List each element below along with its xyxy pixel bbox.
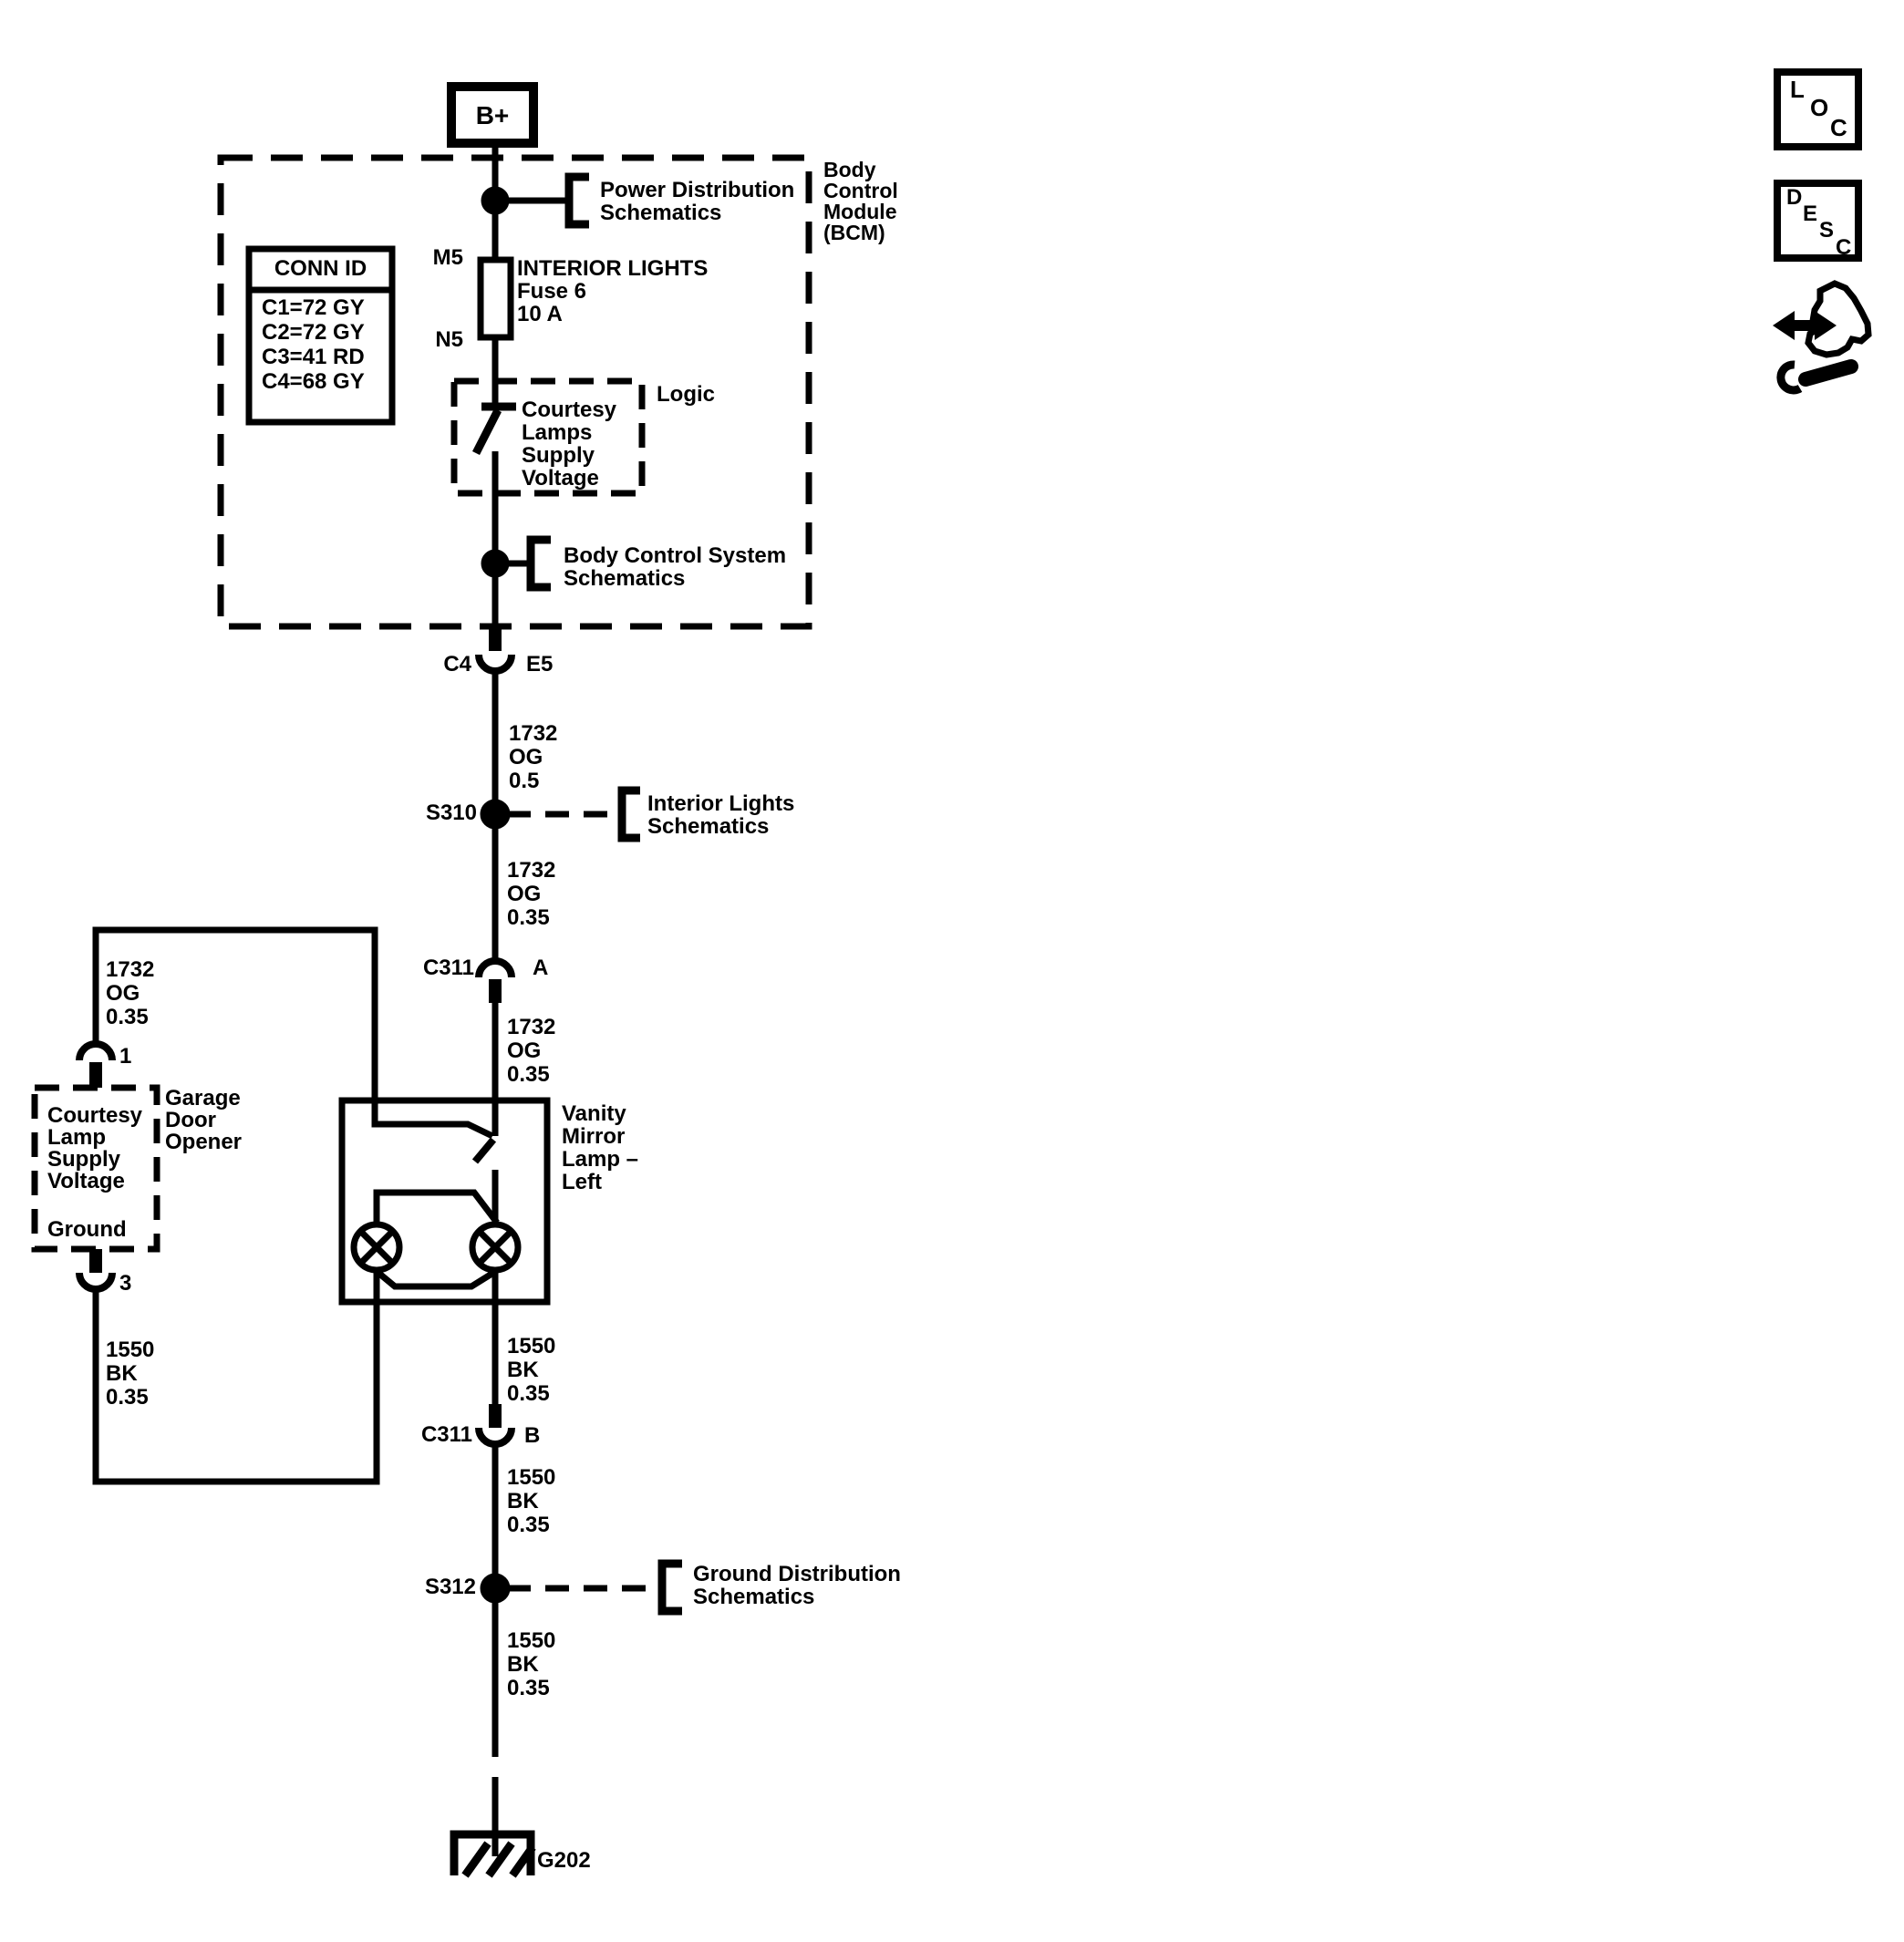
desc-letter: D [1786,185,1803,210]
wrench-icon [1798,359,1858,387]
logic-signal-label: Courtesy Lamps Supply Voltage [522,398,617,491]
wire-label: 1732 OG 0.35 [507,1015,556,1087]
vanity-mirror-lamp-box [338,1097,551,1306]
wire-label: 1732 OG 0.35 [507,858,556,930]
wire-label: 1550 BK 0.35 [106,1338,155,1410]
body-control-system-branch [481,535,551,592]
fuse-pin-top-label: M5 [432,245,463,270]
splice-s312 [480,1559,682,1616]
wire-label: 1550 BK 0.35 [507,1334,556,1406]
fuse-name-label: INTERIOR LIGHTS [517,256,709,281]
garage-door-opener-label: Garage Door Opener [165,1086,243,1154]
connector-c311b-pin-label: B [524,1423,541,1448]
wire-label: 1550 BK 0.35 [507,1628,556,1700]
gdo-ground-signal-label: Ground [47,1217,127,1242]
logic-switch-symbol [471,402,516,456]
desc-button[interactable]: D E S C [1774,180,1862,262]
connector-c311a-pin-label: A [533,956,549,980]
power-distribution-ref: Power Distribution Schematics [600,178,795,225]
conn-id-row: C4=68 GY [262,369,365,394]
connector-c311b-label: C311 [420,1422,472,1447]
wrench-jaw-icon [1776,360,1803,395]
conn-id-row: C2=72 GY [262,320,365,345]
connector-c4-pin-label: E5 [526,652,554,677]
ground-distribution-ref: Ground Distribution Schematics [693,1562,901,1609]
vanity-mirror-lamp-label: Vanity Mirror Lamp – Left [562,1101,639,1194]
loc-letter: O [1810,94,1829,121]
splice-s310-label: S310 [425,801,477,825]
loc-letter: L [1790,76,1805,103]
logic-label: Logic [657,382,715,407]
bcm-box [217,154,812,630]
gdo-pin3-label: 3 [119,1271,132,1296]
connector-c311-b [475,1404,515,1448]
connector-c311-a [475,957,515,1003]
desc-letter: E [1803,201,1818,226]
desc-letter: C [1836,235,1852,260]
ground-symbol [450,1830,536,1878]
logic-box [450,377,646,497]
fuse-id-label: Fuse 6 [517,279,587,304]
tools-icon[interactable] [1773,280,1872,395]
fuse-symbol [477,256,514,341]
gdo-supply-wire [76,926,380,1485]
bcm-name-label: Body Control Module (BCM) [823,158,898,244]
wire-label: 1732 OG 0.35 [106,957,155,1029]
wire-label: 1550 BK 0.35 [507,1465,556,1537]
conn-id-row: C3=41 RD [262,345,365,369]
double-arrow-icon [1773,311,1837,340]
splice-s312-label: S312 [424,1575,476,1599]
connector-c4-e5 [475,626,515,675]
power-distribution-branch [481,172,589,229]
desc-letter: S [1819,218,1835,243]
conn-id-table [245,245,396,426]
body-control-system-ref: Body Control System Schematics [564,543,787,591]
gdo-pin1-label: 1 [119,1044,132,1069]
conn-id-row: C1=72 GY [262,295,365,320]
gdo-supply-signal-label: Courtesy Lamp Supply Voltage [47,1103,143,1193]
connector-c311a-label: C311 [422,956,474,980]
loc-button[interactable]: L O C [1774,68,1862,150]
fuse-rating-label: 10 A [517,302,563,326]
connector-c4-label: C4 [443,652,471,677]
battery-feed-label: B+ [475,100,510,129]
ground-g202-label: G202 [537,1848,591,1873]
splice-s310 [480,786,640,842]
wire-label: 1732 OG 0.5 [509,721,558,793]
conn-id-title: CONN ID [274,256,367,281]
loc-letter: C [1830,114,1847,141]
interior-lights-ref: Interior Lights Schematics [647,791,795,839]
hand-outline-icon [1805,280,1872,358]
fuse-pin-bottom-label: N5 [435,327,463,352]
